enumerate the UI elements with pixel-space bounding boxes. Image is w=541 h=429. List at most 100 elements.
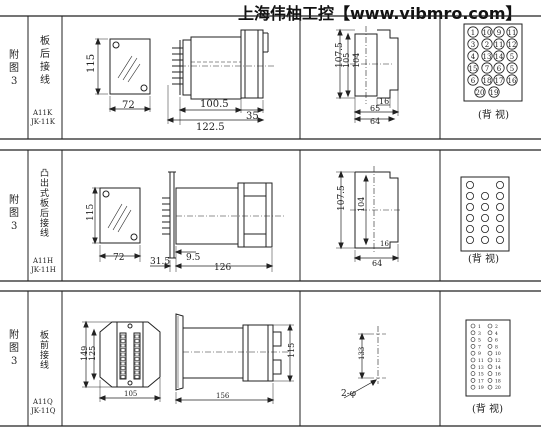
front-stud (134, 348, 140, 352)
terminal-circle (487, 371, 493, 376)
front-stud (134, 334, 140, 339)
s1-dim-65: 65 (370, 104, 380, 113)
terminal-circle (467, 26, 479, 38)
terminal-circle (470, 323, 476, 329)
terminal-number: 14 (495, 53, 504, 61)
front-stud (134, 352, 140, 357)
mount-label-char: 接 (40, 60, 50, 73)
model-code: A11K (32, 109, 53, 117)
terminal-circle (474, 86, 486, 98)
terminal-circle (481, 62, 493, 74)
terminal-circle (480, 191, 489, 200)
mount-label-char: 线 (40, 359, 49, 371)
s2-dim-64: 64 (372, 259, 382, 268)
terminal-circle (467, 50, 479, 62)
terminal-circle (495, 202, 504, 211)
fig-label-char: 图 (9, 62, 19, 74)
s1-rear-view-label: (背 视) (478, 108, 509, 121)
terminal-circle (470, 357, 476, 363)
terminal-circle (481, 74, 493, 86)
terminal-number: 17 (478, 378, 484, 384)
front-stud (134, 375, 140, 379)
terminal-circle (506, 50, 518, 62)
terminal-number: 19 (478, 385, 484, 391)
s1-side-view (166, 29, 275, 125)
front-stud (134, 357, 140, 361)
terminal-circle (465, 180, 474, 189)
terminal-circle (470, 371, 476, 376)
terminal-circle (480, 202, 489, 211)
front-stud (120, 334, 126, 339)
terminal-number: 4 (495, 331, 498, 337)
terminal-circle (487, 378, 493, 383)
terminal-circle (506, 62, 518, 74)
terminal-number: 11 (508, 29, 517, 37)
mount-label-char: 板 (40, 329, 49, 341)
s3-dim-149: 149 (80, 346, 89, 361)
front-stud (134, 366, 140, 370)
mount-label-char: 凸 (40, 168, 49, 179)
s3-dim-105: 105 (124, 390, 137, 398)
terminal-circle (470, 330, 476, 336)
terminal-number: 6 (497, 65, 502, 73)
fig-label-char: 附 (9, 48, 19, 61)
terminal-number: 9 (497, 29, 501, 37)
mount-label-char: 线 (40, 73, 50, 86)
s2-dim-16: 16 (380, 240, 389, 248)
s1-dim-16: 16 (379, 97, 389, 106)
s3-front-view (82, 320, 162, 402)
s1-front-view (95, 37, 152, 112)
terminal-circle (481, 38, 493, 50)
terminal-number: 10 (483, 29, 492, 37)
watermark-text: 上海伟柚工控【www.vibmro.com】 (238, 4, 522, 23)
terminal-number: 13 (483, 53, 492, 61)
terminal-circle (470, 384, 476, 390)
s2-dim-9-5: 9.5 (186, 253, 201, 263)
terminal-circle (487, 337, 493, 342)
s2-dim-107-5: 107.5 (337, 185, 347, 211)
model-code: JK-11K (30, 118, 56, 126)
s1-dim-100-5: 100.5 (200, 99, 229, 110)
terminal-number: 3 (471, 41, 475, 49)
terminal-circle (487, 344, 493, 349)
s2-dim-104: 104 (357, 197, 366, 212)
terminal-circle (493, 26, 505, 38)
terminal-circle (465, 202, 474, 211)
fig-label-char: 附 (9, 328, 19, 341)
s3-hole-callout: 2-φ (341, 389, 356, 399)
terminal-circle (506, 26, 518, 38)
terminal-circle (488, 86, 500, 98)
terminal-number: 16 (508, 77, 517, 85)
terminal-number: 8 (495, 344, 498, 350)
row-label-texts: 附 图 3 板 后 接 线 A11K JK-11K 附 图 3 凸 出 式 板 … (9, 34, 56, 415)
fig-label-char: 3 (11, 76, 17, 87)
terminal-circle (493, 74, 505, 86)
s1-dim-35: 35 (246, 111, 259, 122)
s2-terminal-group (465, 180, 504, 244)
s1-dim-104: 104 (352, 53, 361, 68)
terminal-circle (506, 38, 518, 50)
terminal-number: 4 (471, 53, 476, 61)
mount-label-char: 接 (40, 217, 49, 229)
mount-label-char: 式 (40, 187, 49, 199)
s3-dim-156: 156 (216, 392, 230, 400)
terminal-circle (467, 38, 479, 50)
terminal-number: 16 (495, 372, 501, 378)
terminal-number: 10 (495, 351, 501, 357)
mount-label-char: 接 (40, 349, 49, 361)
front-stud (134, 343, 140, 348)
terminal-circle (493, 62, 505, 74)
terminal-circle (487, 364, 493, 370)
s2-side-view (150, 171, 285, 272)
terminal-number: 5 (510, 53, 514, 61)
model-code: JK-11Q (30, 407, 56, 415)
terminal-number: 5 (510, 65, 514, 73)
terminal-circle (467, 74, 479, 86)
front-stud (120, 361, 126, 366)
fig-label-char: 3 (11, 221, 17, 232)
mount-label-char: 后 (40, 208, 49, 219)
front-stud (134, 370, 140, 375)
